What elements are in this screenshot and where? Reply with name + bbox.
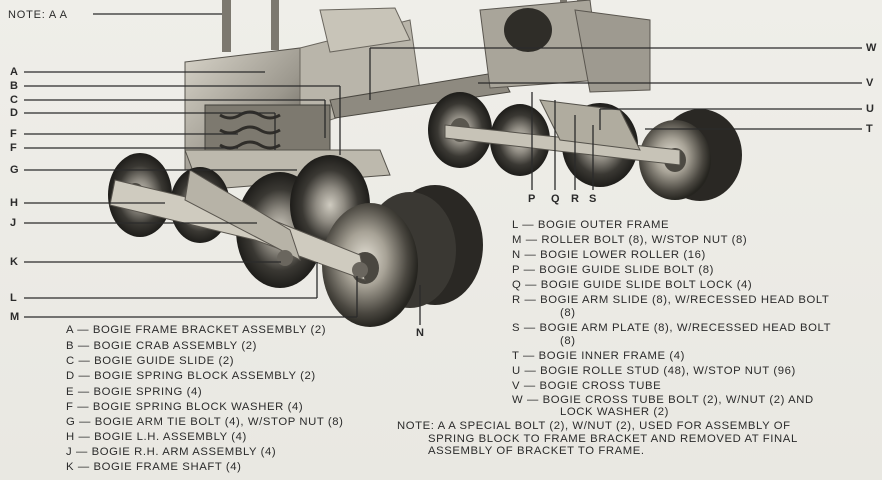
legend-item: U — BOGIE ROLLE STUD (48), W/STOP NUT (9… [512, 365, 796, 377]
legend-item: W — BOGIE CROSS TUBE BOLT (2), W/NUT (2)… [512, 394, 814, 406]
callout-letter: G [10, 164, 19, 176]
callout-letter: B [10, 80, 18, 92]
legend-item-continuation: (8) [560, 307, 576, 319]
bottom-note-line: SPRING BLOCK TO FRAME BRACKET AND REMOVE… [428, 432, 798, 445]
top-note: NOTE: A A [8, 9, 68, 21]
callout-letter: K [10, 256, 18, 268]
legend-item-continuation: LOCK WASHER (2) [560, 406, 670, 418]
callout-letter: C [10, 94, 18, 106]
callout-letter: U [866, 103, 874, 115]
bottom-note: NOTE: A A SPECIAL BOLT (2), W/NUT (2), U… [397, 420, 798, 458]
callout-letter: N [416, 327, 424, 339]
legend-item: S — BOGIE ARM PLATE (8), W/RECESSED HEAD… [512, 322, 832, 334]
legend-item: K — BOGIE FRAME SHAFT (4) [66, 461, 242, 473]
callout-letter: M [10, 311, 20, 323]
legend-item: R — BOGIE ARM SLIDE (8), W/RECESSED HEAD… [512, 294, 830, 306]
callout-letter: A [10, 66, 18, 78]
legend-item: J — BOGIE R.H. ARM ASSEMBLY (4) [66, 446, 277, 458]
legend-item: L — BOGIE OUTER FRAME [512, 219, 670, 231]
legend-item: T — BOGIE INNER FRAME (4) [512, 350, 685, 362]
legend-item: F — BOGIE SPRING BLOCK WASHER (4) [66, 401, 304, 413]
bottom-note-line: ASSEMBLY OF BRACKET TO FRAME. [428, 445, 645, 457]
callout-letter: J [10, 217, 17, 229]
callout-letter: P [528, 193, 536, 205]
callout-letter: S [589, 193, 597, 205]
legend-item: M — ROLLER BOLT (8), W/STOP NUT (8) [512, 234, 748, 246]
callout-letter: F [10, 142, 17, 154]
callout-letter: F [10, 128, 17, 140]
callout-letter: R [571, 193, 579, 205]
legend-item: N — BOGIE LOWER ROLLER (16) [512, 249, 706, 261]
legend-item: V — BOGIE CROSS TUBE [512, 380, 662, 392]
callout-letter: D [10, 107, 18, 119]
legend-item-continuation: (8) [560, 335, 576, 347]
legend-item: D — BOGIE SPRING BLOCK ASSEMBLY (2) [66, 370, 316, 382]
legend-item: B — BOGIE CRAB ASSEMBLY (2) [66, 340, 257, 352]
callout-letter: H [10, 197, 18, 209]
legend-item: E — BOGIE SPRING (4) [66, 386, 203, 398]
legend-item: C — BOGIE GUIDE SLIDE (2) [66, 355, 235, 367]
legend-item: A — BOGIE FRAME BRACKET ASSEMBLY (2) [66, 324, 327, 336]
bottom-note-line: NOTE: A A SPECIAL BOLT (2), W/NUT (2), U… [397, 420, 791, 432]
callout-letter: L [10, 292, 17, 304]
callout-letter: T [866, 123, 873, 135]
legend-item: G — BOGIE ARM TIE BOLT (4), W/STOP NUT (… [66, 416, 344, 428]
callout-letter: Q [551, 193, 560, 205]
legend-item: H — BOGIE L.H. ASSEMBLY (4) [66, 431, 247, 443]
callout-letter: W [866, 42, 877, 54]
callout-letter: V [866, 77, 874, 89]
legend-item: P — BOGIE GUIDE SLIDE BOLT (8) [512, 264, 714, 276]
legend-item: Q — BOGIE GUIDE SLIDE BOLT LOCK (4) [512, 279, 753, 291]
